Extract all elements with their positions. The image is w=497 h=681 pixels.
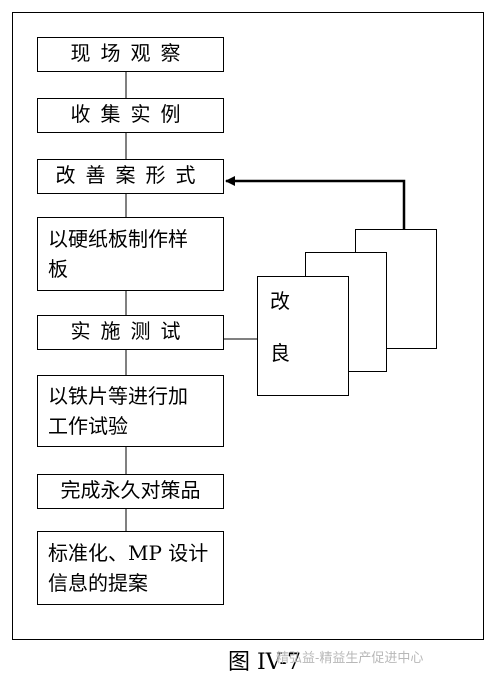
feedback-arrow: [225, 176, 406, 229]
step-cardboard-prototype: 以硬纸板制作样 板: [37, 217, 224, 291]
improvement-card-text-2: 良: [270, 341, 290, 365]
improvement-card-text-1: 改: [270, 289, 290, 313]
step-site-observation: 现场观察: [37, 37, 224, 72]
figure-caption: 图 IV-7: [228, 650, 301, 675]
step-implement-test-label: 实施测试: [70, 319, 191, 343]
step-standardize-proposal: 标准化、MP 设计 信息的提案: [37, 531, 224, 605]
step-permanent-countermeasure: 完成永久对策品: [37, 474, 224, 509]
step-improvement-plan-label: 改善案形式: [55, 163, 206, 187]
step-collect-examples: 收集实例: [37, 98, 224, 133]
step-collect-examples-label: 收集实例: [70, 102, 191, 126]
figure-frame: [12, 12, 484, 640]
watermark-text: 精弘益-精益生产促进中心: [276, 650, 424, 665]
improvement-card-front: [257, 276, 349, 396]
step-iron-sheet-trial: 以铁片等进行加 工作试验: [37, 375, 224, 447]
step-improvement-plan: 改善案形式: [37, 159, 224, 194]
step-site-observation-label: 现场观察: [70, 41, 191, 65]
step-permanent-countermeasure-label: 完成永久对策品: [60, 478, 201, 502]
step-implement-test: 实施测试: [37, 315, 224, 350]
